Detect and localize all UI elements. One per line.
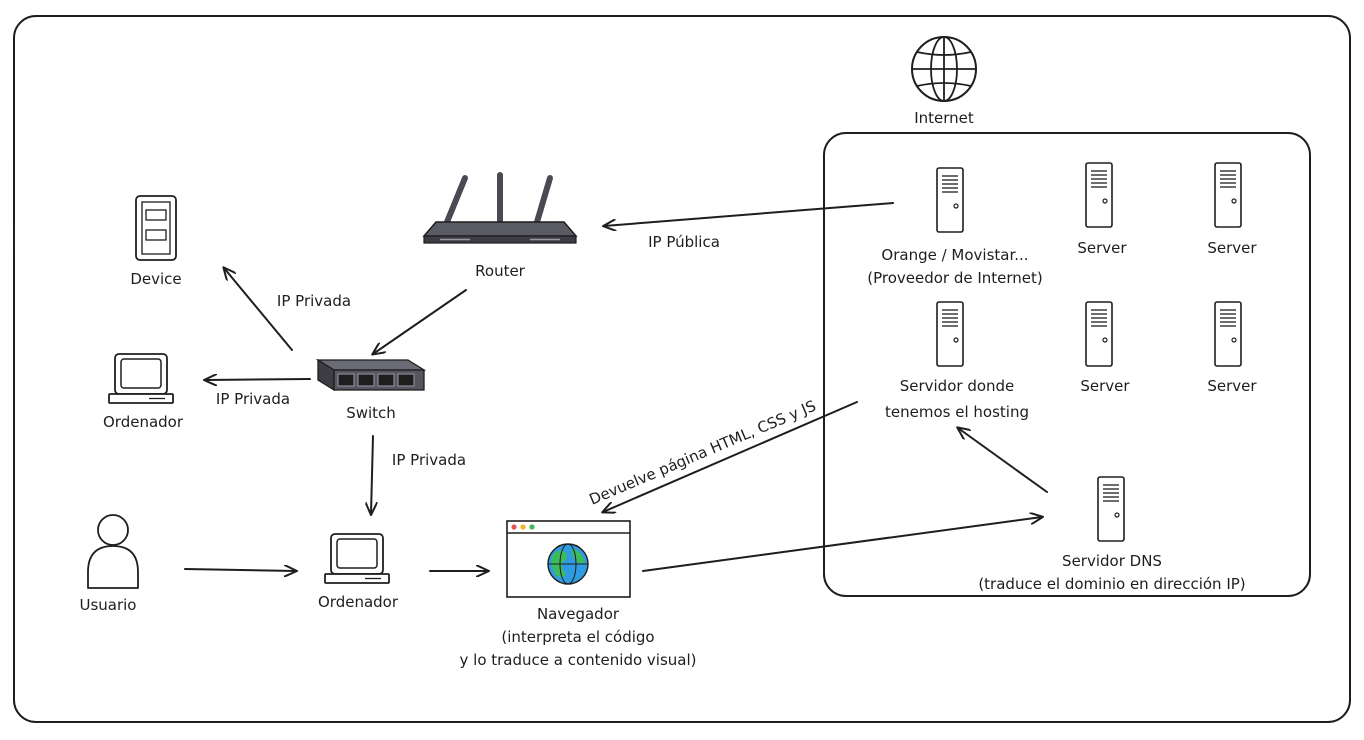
server-label: Server xyxy=(1077,239,1127,257)
browser-window-icon xyxy=(506,520,631,598)
ordenador-left-label: Ordenador xyxy=(103,413,184,431)
computer-icon-center xyxy=(324,533,390,584)
server-icon xyxy=(1214,162,1242,228)
isp-label: Orange / Movistar... xyxy=(881,246,1028,264)
server-label: Server xyxy=(1207,377,1257,395)
navegador-desc-2: y lo traduce a contenido visual) xyxy=(460,651,697,669)
arrow-switch-ordenador-center xyxy=(371,435,373,514)
hosting-label: Servidor donde xyxy=(900,377,1015,395)
ip-publica-label: IP Pública xyxy=(648,233,720,251)
arrow-router-switch xyxy=(373,289,467,354)
tablet-icon xyxy=(135,195,177,261)
arrow-navegador-dns xyxy=(642,517,1042,572)
internet-label: Internet xyxy=(914,109,974,127)
arrow-isp-router xyxy=(604,202,894,226)
server-icon xyxy=(1214,301,1242,367)
switch-icon xyxy=(315,358,427,392)
router-icon xyxy=(422,172,578,244)
server-icon xyxy=(1085,301,1113,367)
arrow-switch-ordenador xyxy=(205,379,311,380)
dns-label: Servidor DNS xyxy=(1062,552,1162,570)
outer-frame xyxy=(13,15,1351,723)
isp-desc: (Proveedor de Internet) xyxy=(867,269,1043,287)
ip-privada-down-label: IP Privada xyxy=(392,451,466,469)
server-label: Server xyxy=(1207,239,1257,257)
arrow-dns-hosting xyxy=(958,428,1048,493)
server-label: Server xyxy=(1080,377,1130,395)
internet-region xyxy=(823,132,1311,597)
ip-privada-ordenador-label: IP Privada xyxy=(216,390,290,408)
navegador-desc-1: (interpreta el código xyxy=(501,628,654,646)
globe-icon xyxy=(911,36,977,102)
server-icon-dns xyxy=(1097,476,1125,542)
server-icon-isp xyxy=(936,167,964,233)
server-icon-hosting xyxy=(936,301,964,367)
user-icon xyxy=(87,514,139,589)
ip-privada-device-label: IP Privada xyxy=(277,292,351,310)
arrow-hosting-navegador xyxy=(603,401,858,512)
arrow-switch-device xyxy=(224,268,293,351)
device-label: Device xyxy=(130,270,181,288)
server-icon xyxy=(1085,162,1113,228)
arrow-usuario-ordenador xyxy=(184,569,296,571)
dns-desc: (traduce el dominio en dirección IP) xyxy=(978,575,1245,593)
switch-label: Switch xyxy=(346,404,396,422)
ordenador-center-label: Ordenador xyxy=(318,593,399,611)
devuelve-label: Devuelve página HTML, CSS y JS xyxy=(587,397,819,509)
hosting-desc: tenemos el hosting xyxy=(885,403,1029,421)
computer-icon-left xyxy=(108,353,174,404)
navegador-label: Navegador xyxy=(537,605,620,623)
usuario-label: Usuario xyxy=(79,596,136,614)
router-label: Router xyxy=(475,262,526,280)
